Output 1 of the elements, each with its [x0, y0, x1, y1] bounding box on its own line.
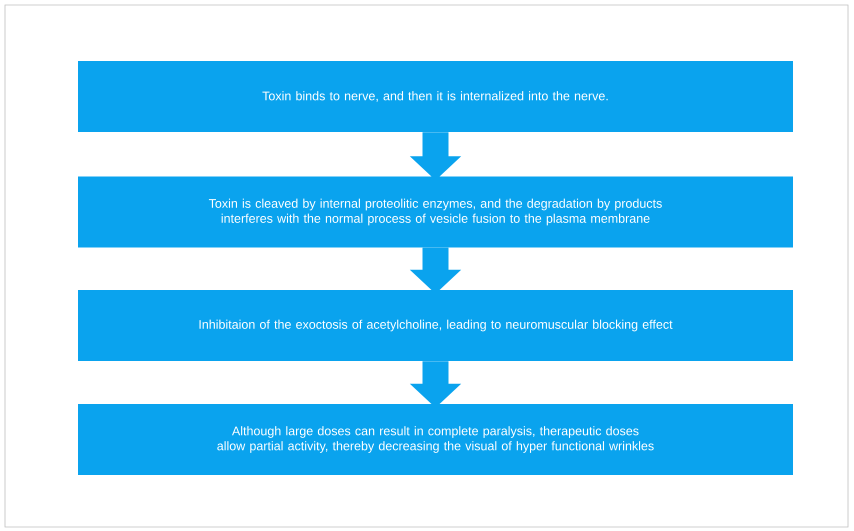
process-box: Toxin binds to nerve, and then it is internalized into the nerve. [78, 61, 793, 132]
